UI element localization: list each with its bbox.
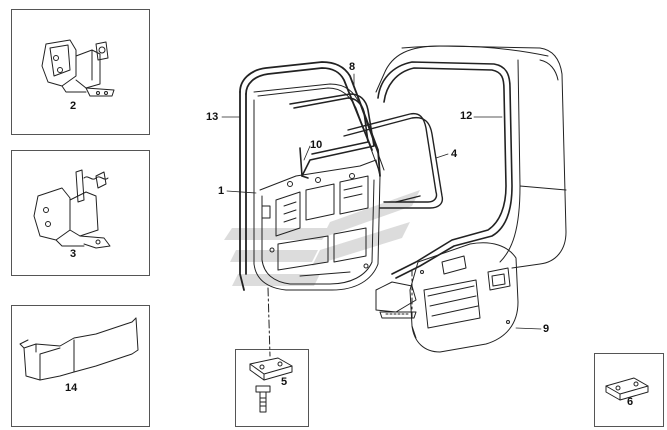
leader-lines	[221, 73, 542, 330]
callout-1: 1	[218, 185, 225, 197]
callout-2: 2	[70, 100, 77, 112]
assembly-line-5	[267, 287, 271, 357]
door-trim-panel-9	[409, 242, 519, 353]
inset-frame-14	[11, 305, 150, 427]
callout-10: 10	[310, 139, 323, 151]
door-opening-seal-12	[377, 61, 513, 279]
bracket-part-6	[605, 377, 649, 401]
panel-part-14	[19, 317, 139, 381]
callout-3: 3	[70, 248, 77, 260]
callout-12: 12	[460, 110, 473, 122]
callout-14: 14	[65, 382, 78, 394]
callout-4: 4	[451, 148, 458, 160]
door-outer-seal-13	[239, 61, 381, 291]
cab-step	[375, 281, 417, 319]
hinge-part-2	[41, 39, 115, 97]
callout-5: 5	[281, 376, 288, 388]
bracket-bolt-part-5	[249, 357, 293, 413]
callout-6: 6	[627, 396, 634, 408]
callout-13: 13	[206, 111, 219, 123]
hinge-part-3	[33, 169, 111, 249]
door-glass-8	[253, 83, 385, 171]
window-channel-4	[343, 112, 444, 209]
callout-9: 9	[543, 323, 550, 335]
cab-body	[375, 45, 567, 269]
watermark-logo	[224, 190, 420, 286]
door-inner-panel-1	[253, 99, 381, 291]
inset-frame-2	[11, 9, 150, 135]
inset-frame-5	[235, 349, 309, 427]
callout-8: 8	[349, 61, 356, 73]
